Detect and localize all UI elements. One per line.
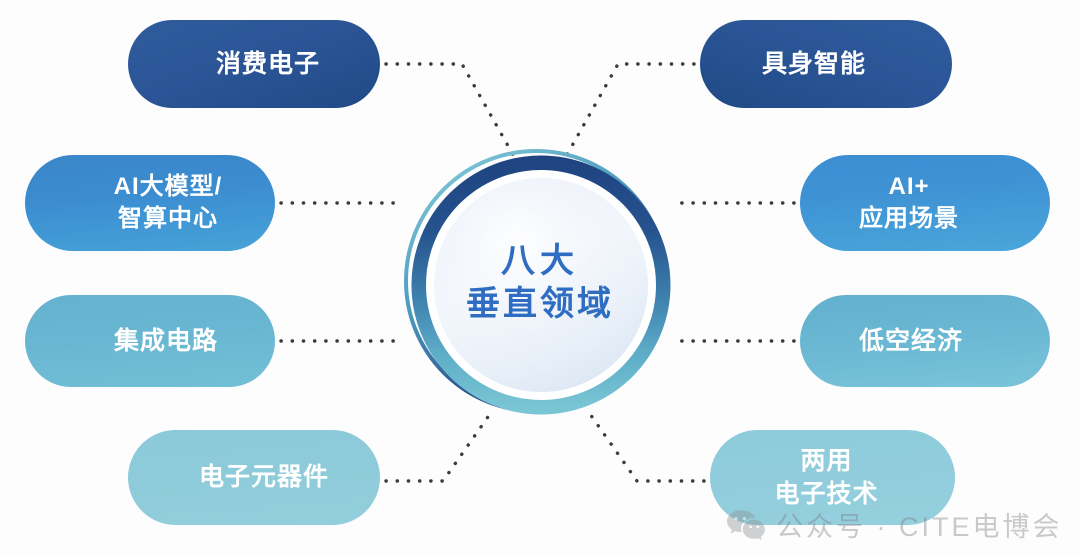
node-label-embodied-ai: 具身智能 [761,49,866,78]
node-dual-use-electronics[interactable]: 两用 电子技术 [710,430,955,525]
node-embodied-ai[interactable]: 具身智能 [700,20,952,108]
center-hub: 八大 垂直领域 [389,143,691,423]
center-hub-rings [404,149,671,415]
connector-dual-use-electronics [588,412,706,483]
node-ai-plus-scenarios[interactable]: AI+ 应用场景 [800,155,1050,251]
node-label-low-altitude-economy: 低空经济 [858,326,963,355]
connector-electronic-components [384,412,492,483]
node-electronic-components[interactable]: 电子元器件 [128,430,380,525]
hub-inner-disc-shading [434,178,648,392]
node-label-electronic-components: 电子元器件 [198,463,329,491]
node-label-dual-use-electronics: 两用 电子技术 [774,446,879,508]
node-label-ai-model-center: AI大模型/ 智算中心 [113,173,223,232]
node-integrated-circuits[interactable]: 集成电路 [25,295,275,387]
node-label-integrated-circuits: 集成电路 [113,326,218,355]
node-consumer-electronics[interactable]: 消费电子 [128,20,380,108]
wechat-icon [727,509,765,540]
hub-gap-ring [426,170,656,400]
node-ai-model-center[interactable]: AI大模型/ 智算中心 [25,155,275,251]
node-low-altitude-economy[interactable]: 低空经济 [800,295,1050,387]
watermark: 公众号 · CITE电博会 [726,505,1063,544]
node-label-consumer-electronics: 消费电子 [215,49,320,78]
hub-main-ring [411,155,671,415]
node-label-ai-plus-scenarios: AI+ 应用场景 [859,173,959,232]
watermark-text: 公众号 · CITE电博会 [776,512,1063,542]
